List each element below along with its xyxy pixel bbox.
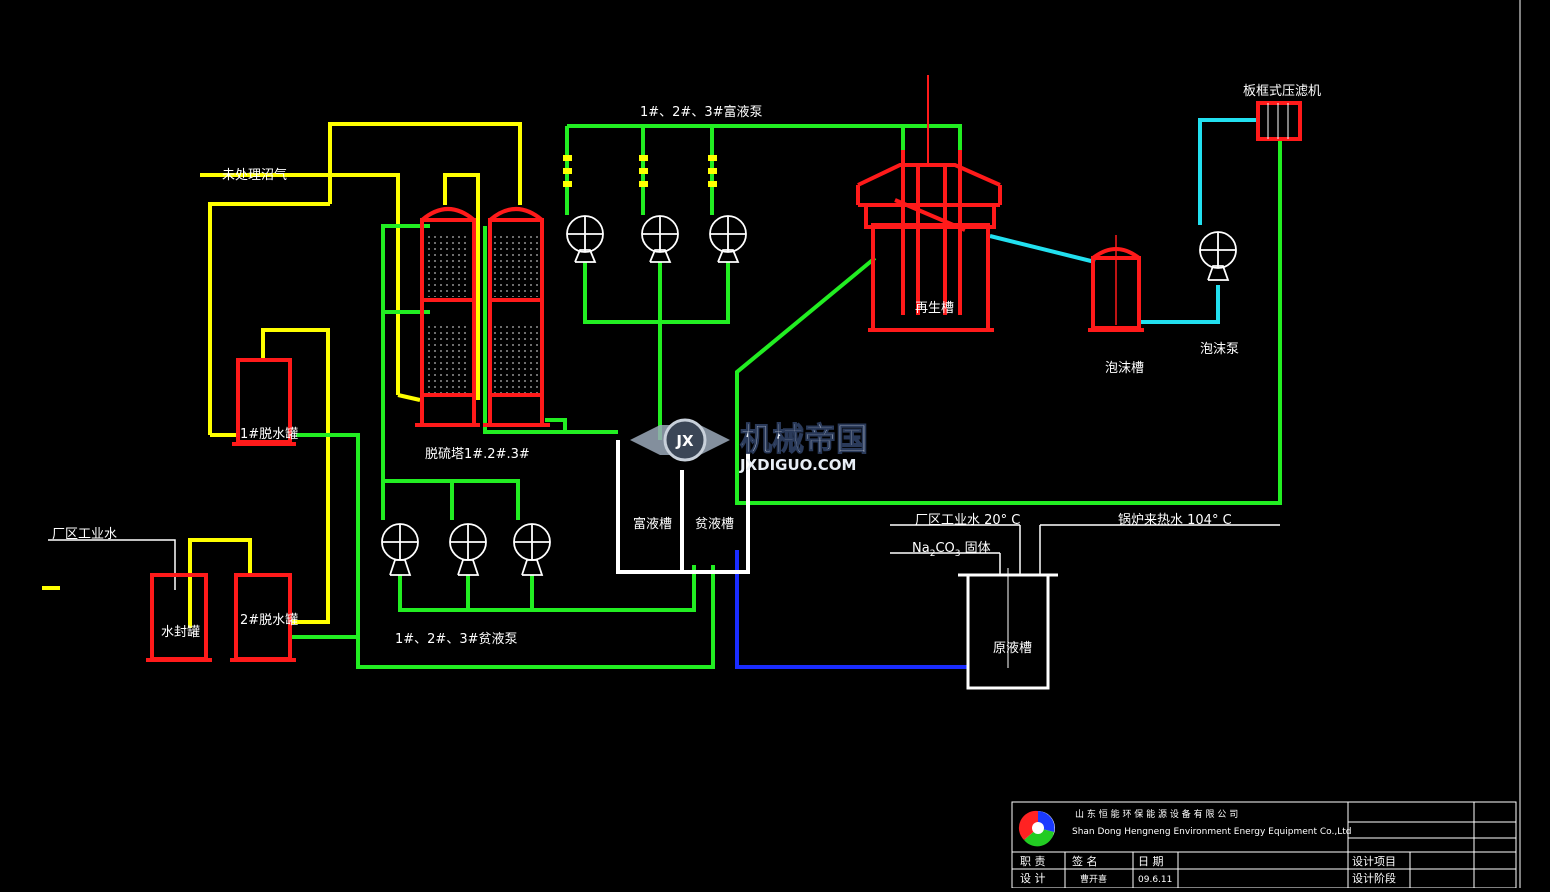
design-date: 09.6.11 [1138,875,1172,885]
lean-liquid-pump-3 [513,523,551,576]
label-boiler-hot-water: 锅炉来热水 104° C [1118,512,1232,528]
company-logo [1018,810,1055,847]
lean-liquid-pump-1 [381,523,419,576]
valves [563,155,717,187]
label-dehydration-tank-2: 2#脱水罐 [240,613,298,628]
label-rich-liquid-tank: 富液槽 [633,516,672,532]
foam-pump [1199,231,1237,281]
water-lines [48,524,1280,590]
label-untreated-biogas: 未处理沼气 [222,167,287,183]
foam-tank [1088,235,1144,332]
label-na2co3-solid: Na2CO3 固体 [912,541,991,559]
row-design: 设 计 [1020,872,1046,885]
label-foam-pump: 泡沫泵 [1200,342,1239,357]
label-raw-liquid-tank: 原液槽 [993,641,1032,656]
designer-name: 曹开喜 [1080,873,1107,885]
label-lean-liquid-tank: 贫液槽 [695,516,734,532]
label-regeneration-tank: 再生槽 [915,301,954,316]
label-foam-tank: 泡沫槽 [1105,361,1144,376]
rich-liquid-pump-1 [566,215,604,263]
diagram-labels: 未处理沼气 1#脱水罐 2#脱水罐 水封罐 厂区工业水 脱硫塔1#.2#.3# … [52,84,1321,656]
liquid-tanks [616,440,750,574]
rich-liquid-pump-2 [641,215,679,263]
dehydration-tank-1 [232,358,296,446]
watermark: JX 机械帝国 JXDIGUO.COM [630,418,869,474]
label-dehydration-tank-1: 1#脱水罐 [240,427,298,442]
col-date: 日 期 [1138,855,1164,868]
watermark-badge: JX [675,432,694,450]
label-lean-liquid-pumps: 1#、2#、3#贫液泵 [395,631,518,647]
label-desulfurization-towers: 脱硫塔1#.2#.3# [425,447,530,462]
title-block [1011,801,1517,889]
company-cn: 山 东 恒 能 环 保 能 源 设 备 有 限 公 司 [1075,808,1238,820]
water-seal-tank [146,573,212,662]
desulfurization-tower-1 [415,207,480,427]
lean-liquid-pump-2 [449,523,487,576]
title-block-text: 山 东 恒 能 环 保 能 源 设 备 有 限 公 司 Shan Dong He… [1020,808,1396,885]
watermark-gear-icon [663,418,707,462]
raw-liquid-line [735,550,968,669]
label-filter-press: 板框式压滤机 [1243,84,1321,99]
design-project: 设计项目 [1352,855,1396,868]
label-rich-liquid-pumps: 1#、2#、3#富液泵 [640,104,763,120]
company-en: Shan Dong Hengneng Environment Energy Eq… [1072,827,1351,837]
label-plant-industrial-water: 厂区工业水 [52,527,117,542]
regeneration-tank [856,75,1002,332]
design-stage: 设计阶段 [1352,871,1396,885]
watermark-en: JXDIGUO.COM [739,456,856,474]
label-water-seal-tank: 水封罐 [161,625,200,640]
dehydration-tank-2 [230,573,296,662]
foam-lines [989,118,1260,324]
filter-press [1256,101,1302,141]
col-signature: 签 名 [1072,854,1098,868]
label-plant-water-20c: 厂区工业水 20° C [915,513,1020,528]
col-role: 职 责 [1020,855,1046,868]
raw-liquid-tank [958,568,1058,690]
gas-lines [42,122,522,628]
rich-liquid-pump-3 [709,215,747,263]
watermark-cn: 机械帝国 [740,420,868,458]
desulfurization-tower-2 [483,207,550,427]
